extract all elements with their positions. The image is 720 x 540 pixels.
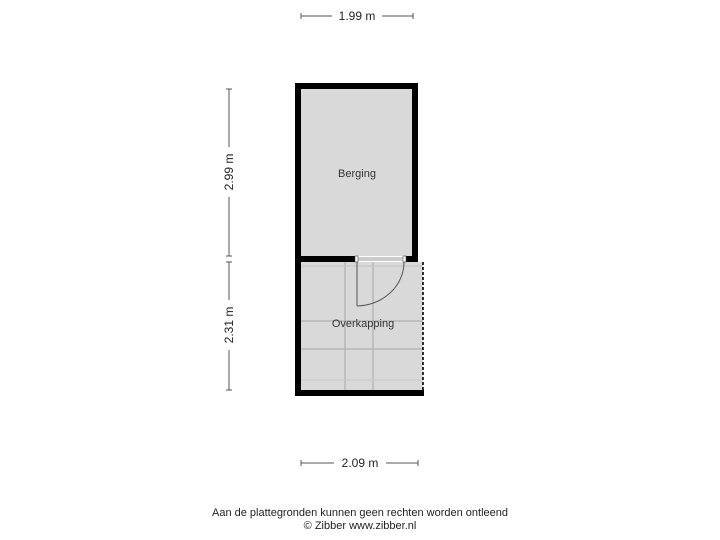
top-width-label: 1.99 m: [339, 9, 376, 23]
footer: Aan de plattegronden kunnen geen rechten…: [0, 507, 720, 533]
disclaimer-text: Aan de plattegronden kunnen geen rechten…: [211, 507, 508, 519]
walls: [295, 83, 424, 396]
room-label-overkapping: Overkapping: [332, 318, 394, 330]
left-upper-height-dimension: 2.99 m: [221, 88, 237, 257]
bottom-width-dimension: 2.09 m: [300, 455, 419, 471]
left-lower-height-dimension: 2.31 m: [221, 261, 237, 391]
left-upper-height-label: 2.99 m: [222, 154, 236, 191]
top-width-dimension: 1.99 m: [300, 8, 414, 24]
room-label-berging: Berging: [338, 168, 376, 180]
berging-floor: [301, 89, 412, 256]
overkapping-floor: [301, 262, 423, 390]
floor-grid: [301, 262, 423, 390]
copyright-text: © Zibber www.zibber.nl: [303, 520, 417, 532]
door: [354, 255, 407, 307]
bottom-width-label: 2.09 m: [342, 456, 379, 470]
left-lower-height-label: 2.31 m: [222, 307, 236, 344]
